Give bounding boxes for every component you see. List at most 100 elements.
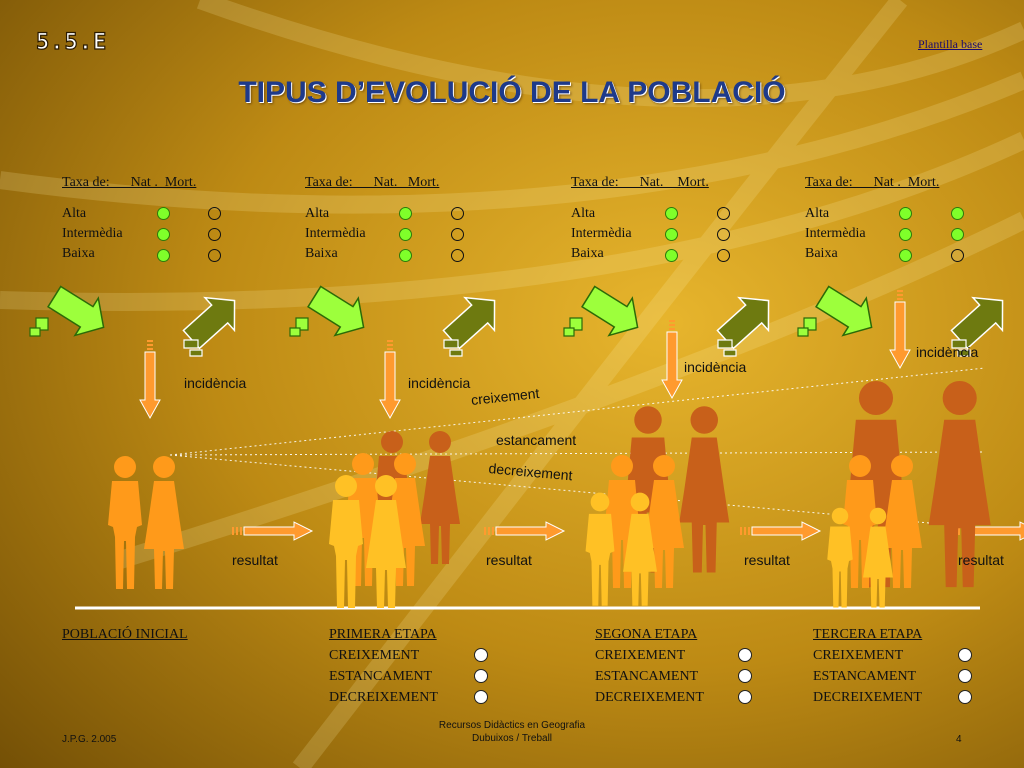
mortality-indicator-dot <box>451 249 464 262</box>
rate-level-label: Baixa <box>305 246 338 261</box>
result-label: resultat <box>486 552 532 568</box>
rate-level-label: Baixa <box>571 246 604 261</box>
mortality-indicator-dot <box>717 207 730 220</box>
incidence-arrow-icon <box>379 339 401 419</box>
stage-option-radio[interactable] <box>474 690 488 704</box>
incidence-label: incidència <box>916 344 979 360</box>
rate-level-label: Alta <box>805 206 830 221</box>
natality-indicator-dot <box>665 228 678 241</box>
stage-title: PRIMERA ETAPA <box>329 627 437 642</box>
stage-option-radio[interactable] <box>958 669 972 683</box>
result-label: resultat <box>232 552 278 568</box>
rate-level-label: Alta <box>305 206 330 221</box>
rate-level-label: Alta <box>62 206 87 221</box>
natality-indicator-dot <box>399 249 412 262</box>
natality-arrow-icon <box>563 277 651 347</box>
natality-indicator-dot <box>899 207 912 220</box>
stage-block: SEGONA ETAPA CREIXEMENT ESTANCAMENT DECREIX… <box>595 624 704 708</box>
stage-title: POBLACIÓ INICIAL <box>62 627 188 642</box>
rates-header: Taxa de: Nat. Mort. <box>571 175 709 190</box>
result-arrow-icon <box>483 521 565 541</box>
stage-option-radio[interactable] <box>738 690 752 704</box>
stage-option-label: ESTANCAMENT <box>813 669 917 684</box>
page-title: TIPUS D’EVOLUCIÓ DE LA POBLACIÓ <box>238 76 786 109</box>
result-arrow-icon <box>739 521 821 541</box>
incidence-arrow-icon <box>139 339 161 419</box>
mortality-indicator-dot <box>451 228 464 241</box>
result-arrow-icon <box>231 521 313 541</box>
result-label: resultat <box>958 552 1004 568</box>
incidence-arrow-icon <box>889 289 911 369</box>
incidence-label: incidència <box>684 359 747 375</box>
mortality-indicator-dot <box>208 207 221 220</box>
natality-indicator-dot <box>665 249 678 262</box>
incidence-label: incidència <box>184 375 247 391</box>
natality-indicator-dot <box>157 207 170 220</box>
mortality-indicator-dot <box>951 228 964 241</box>
stage-option-radio[interactable] <box>958 648 972 662</box>
result-label: resultat <box>744 552 790 568</box>
mortality-indicator-dot <box>717 249 730 262</box>
stage-option-radio[interactable] <box>958 690 972 704</box>
stage-option-radio[interactable] <box>738 648 752 662</box>
mortality-arrow-icon <box>435 283 511 357</box>
stage2-family-figures <box>585 406 730 606</box>
mortality-arrow-icon <box>175 283 251 357</box>
stage-option-label: CREIXEMENT <box>595 648 686 663</box>
stage-option-radio[interactable] <box>738 669 752 683</box>
incidence-arrow-icon <box>661 319 683 399</box>
rate-level-label: Alta <box>571 206 596 221</box>
natality-arrow-icon <box>797 277 885 347</box>
natality-arrow-icon <box>289 277 377 347</box>
stage-option-label: ESTANCAMENT <box>329 669 433 684</box>
stage-block: POBLACIÓ INICIAL <box>62 624 188 645</box>
natality-indicator-dot <box>157 249 170 262</box>
natality-indicator-dot <box>899 249 912 262</box>
mortality-indicator-dot <box>717 228 730 241</box>
mortality-indicator-dot <box>208 228 221 241</box>
rate-level-label: Intermèdia <box>571 226 632 241</box>
rate-level-label: Baixa <box>62 246 95 261</box>
mortality-arrow-icon <box>709 283 785 357</box>
rates-header: Taxa de: Nat . Mort. <box>62 175 197 190</box>
rates-header: Taxa de: Nat . Mort. <box>805 175 940 190</box>
natality-indicator-dot <box>399 207 412 220</box>
stagnation-line-label: estancament <box>496 432 577 448</box>
stage-title: SEGONA ETAPA <box>595 627 698 642</box>
stage-option-radio[interactable] <box>474 669 488 683</box>
natality-arrow-icon <box>29 277 117 347</box>
stage-option-label: DECREIXEMENT <box>329 690 438 705</box>
stage1-family-figures <box>329 431 460 608</box>
footer-center: Recursos Didàctics en Geografia Dubuixos… <box>412 719 612 745</box>
stage-block: PRIMERA ETAPA CREIXEMENT ESTANCAMENT DECREI… <box>329 624 438 708</box>
mortality-indicator-dot <box>451 207 464 220</box>
stage3-family-figures <box>827 380 991 608</box>
stage-title: TERCERA ETAPA <box>813 627 923 642</box>
stage-option-label: CREIXEMENT <box>329 648 420 663</box>
stage-option-label: ESTANCAMENT <box>595 669 699 684</box>
stage-option-label: CREIXEMENT <box>813 648 904 663</box>
stage-option-label: DECREIXEMENT <box>595 690 704 705</box>
rate-level-label: Intermèdia <box>305 226 366 241</box>
mortality-indicator-dot <box>951 249 964 262</box>
footer-center-line2: Dubuixos / Treball <box>471 733 553 744</box>
rate-level-label: Intermèdia <box>805 226 866 241</box>
footer-center-line1: Recursos Didàctics en Geografia <box>438 720 586 731</box>
mortality-indicator-dot <box>208 249 221 262</box>
footer-page-number: 4 <box>956 734 962 745</box>
footer-author: J.P.G. 2.005 <box>62 734 117 745</box>
rate-level-label: Baixa <box>805 246 838 261</box>
mortality-indicator-dot <box>951 207 964 220</box>
natality-indicator-dot <box>399 228 412 241</box>
initial-couple-figures <box>108 456 184 589</box>
natality-indicator-dot <box>665 207 678 220</box>
rate-level-label: Intermèdia <box>62 226 123 241</box>
plantilla-link[interactable]: Plantilla base <box>918 37 983 51</box>
natality-indicator-dot <box>157 228 170 241</box>
stage-option-radio[interactable] <box>474 648 488 662</box>
slide-code: 5.5.E <box>35 29 108 55</box>
rates-header: Taxa de: Nat. Mort. <box>305 175 440 190</box>
stage-option-label: DECREIXEMENT <box>813 690 922 705</box>
stage-block: TERCERA ETAPA CREIXEMENT ESTANCAMENT DECREI… <box>813 624 922 708</box>
